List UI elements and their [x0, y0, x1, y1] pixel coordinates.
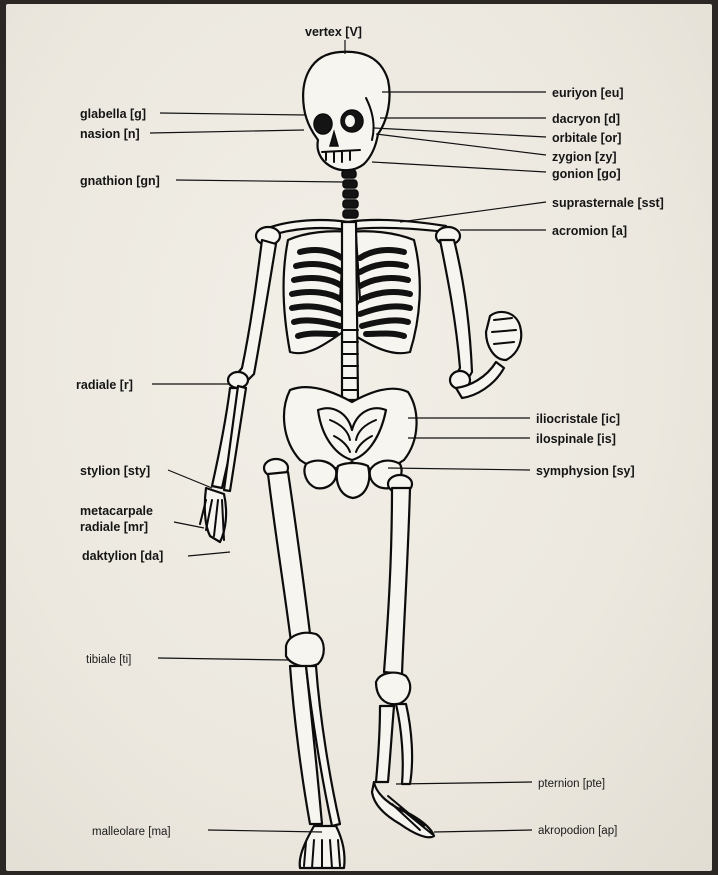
label-pternion: pternion [pte]: [538, 778, 605, 790]
skull: [303, 52, 389, 171]
lumbar-spine: [342, 222, 358, 400]
diagram-page: vertex [V] euriyon [eu] glabella [g] dac…: [6, 4, 712, 871]
label-gnathion: gnathion [gn]: [80, 174, 160, 188]
right-leg: [264, 459, 345, 868]
label-zygion: zygion [zy]: [552, 150, 617, 164]
label-metacarpale-line1: metacarpale: [80, 504, 153, 518]
left-arm: [440, 240, 521, 398]
label-acromion: acromion [a]: [552, 224, 627, 238]
label-dacryon: dacryon [d]: [552, 112, 620, 126]
label-glabella: glabella [g]: [80, 107, 146, 121]
skeleton-diagram: vertex [V] euriyon [eu] glabella [g] dac…: [6, 4, 712, 871]
label-iliocristale: iliocristale [ic]: [536, 412, 620, 426]
label-nasion: nasion [n]: [80, 127, 140, 141]
skeleton-figure: [200, 52, 521, 868]
label-orbitale: orbitale [or]: [552, 131, 621, 145]
label-metacarpale-line2: radiale [mr]: [80, 520, 148, 534]
label-tibiale: tibiale [ti]: [86, 654, 131, 666]
left-leg: [372, 475, 434, 837]
cervical-spine: [342, 170, 358, 218]
right-arm: [200, 240, 276, 542]
label-ilospinale: ilospinale [is]: [536, 432, 616, 446]
label-stylion: stylion [sty]: [80, 464, 150, 478]
label-daktylion: daktylion [da]: [82, 549, 163, 563]
label-suprasternale: suprasternale [sst]: [552, 196, 664, 210]
label-gonion: gonion [go]: [552, 167, 621, 181]
label-radiale: radiale [r]: [76, 378, 133, 392]
label-akropodion: akropodion [ap]: [538, 825, 617, 837]
label-vertex: vertex [V]: [305, 25, 362, 39]
label-euriyon: euriyon [eu]: [552, 86, 624, 100]
label-symphysion: symphysion [sy]: [536, 464, 635, 478]
label-malleolare: malleolare [ma]: [92, 826, 171, 838]
